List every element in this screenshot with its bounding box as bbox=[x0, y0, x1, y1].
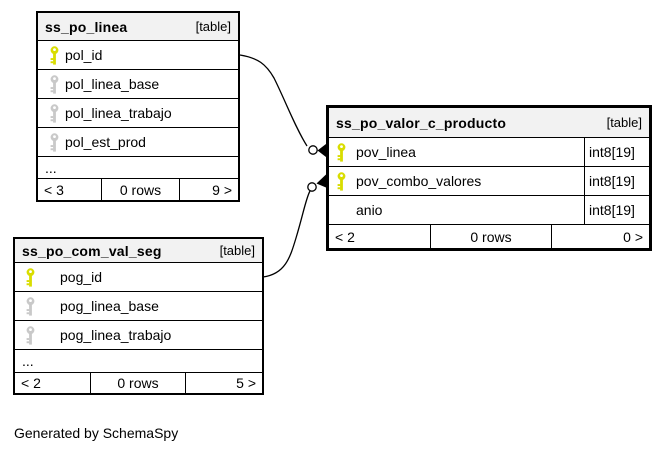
column-row: pog_id bbox=[15, 262, 262, 291]
column-row: pol_est_prod bbox=[38, 127, 238, 156]
entity-table-ss-po-com-val-seg: ss_po_com_val_seg [table] pog_id pog_lin… bbox=[13, 237, 264, 395]
column-row: pov_linea int8[19] bbox=[329, 137, 649, 166]
column-name: pog_linea_base bbox=[60, 298, 159, 314]
table-header[interactable]: ss_po_valor_c_producto [table] bbox=[329, 108, 649, 137]
table-stats-footer: < 2 0 rows 5 > bbox=[15, 372, 262, 393]
row-count: 0 rows bbox=[101, 179, 180, 200]
primary-key-icon bbox=[49, 45, 60, 65]
odot-pov_combo_valores bbox=[307, 182, 317, 192]
primary-key-icon bbox=[336, 142, 347, 162]
column-name: pov_linea bbox=[356, 144, 416, 160]
column-name: pog_id bbox=[60, 269, 103, 285]
table-header[interactable]: ss_po_com_val_seg [table] bbox=[15, 239, 262, 262]
more-columns-row: ... bbox=[38, 156, 238, 178]
more-columns-row: ... bbox=[15, 349, 262, 372]
children-count: < 2 bbox=[21, 375, 41, 391]
crowfoot-pov_combo_valores bbox=[316, 174, 326, 188]
indexed-key-icon bbox=[25, 296, 36, 316]
column-name: pov_combo_valores bbox=[356, 173, 482, 189]
table-type-badge: [table] bbox=[606, 115, 642, 130]
row-count: 0 rows bbox=[90, 373, 186, 393]
table-name[interactable]: ss_po_linea bbox=[45, 18, 128, 35]
indexed-key-icon bbox=[49, 103, 60, 123]
column-row: pol_linea_base bbox=[38, 69, 238, 98]
ellipsis-label: ... bbox=[45, 159, 57, 176]
table-stats-footer: < 2 0 rows 0 > bbox=[329, 224, 649, 248]
column-name: pol_linea_trabajo bbox=[65, 105, 172, 121]
ellipsis-label: ... bbox=[22, 353, 34, 369]
primary-key-icon bbox=[336, 171, 347, 191]
column-row: pol_linea_trabajo bbox=[38, 98, 238, 127]
column-row: pov_combo_valores int8[19] bbox=[329, 166, 649, 195]
parents-count: 5 > bbox=[236, 375, 256, 391]
table-type-badge: [table] bbox=[219, 243, 255, 258]
table-header[interactable]: ss_po_linea [table] bbox=[38, 13, 238, 40]
fk-line-pog_id-to-pov_combo_valores bbox=[262, 190, 311, 278]
column-name: anio bbox=[356, 202, 383, 218]
generated-by-note: Generated by SchemaSpy bbox=[14, 425, 179, 441]
indexed-key-icon bbox=[49, 74, 60, 94]
entity-table-ss-po-linea: ss_po_linea [table] pol_id pol_linea_bas… bbox=[36, 11, 240, 202]
column-name: pol_id bbox=[65, 47, 103, 63]
indexed-key-icon bbox=[25, 325, 36, 345]
table-name[interactable]: ss_po_valor_c_producto bbox=[336, 114, 507, 131]
row-count: 0 rows bbox=[430, 225, 552, 248]
children-count: < 3 bbox=[44, 181, 64, 198]
no-key-spacer bbox=[336, 201, 347, 220]
column-type: int8[19] bbox=[584, 167, 649, 195]
column-name: pol_est_prod bbox=[65, 134, 146, 150]
indexed-key-icon bbox=[49, 132, 60, 152]
column-row: pog_linea_base bbox=[15, 291, 262, 320]
column-row: pol_id bbox=[38, 40, 238, 69]
fk-line-pol_id-to-pov_linea bbox=[239, 54, 308, 147]
entity-table-ss-po-valor-c-producto: ss_po_valor_c_producto [table] pov_linea… bbox=[326, 105, 652, 251]
children-count: < 2 bbox=[335, 228, 355, 245]
column-type: int8[19] bbox=[584, 138, 649, 166]
table-name[interactable]: ss_po_com_val_seg bbox=[22, 242, 162, 259]
crowfoot-pov_linea bbox=[317, 144, 326, 157]
column-name: pol_linea_base bbox=[65, 76, 160, 92]
parents-count: 0 > bbox=[623, 228, 643, 245]
parents-count: 9 > bbox=[212, 181, 232, 198]
table-stats-footer: < 3 0 rows 9 > bbox=[38, 178, 238, 200]
column-name: pog_linea_trabajo bbox=[60, 327, 172, 343]
primary-key-icon bbox=[25, 267, 36, 287]
column-type: int8[19] bbox=[584, 196, 649, 224]
odot-pov_linea bbox=[308, 145, 318, 155]
column-row: pog_linea_trabajo bbox=[15, 320, 262, 349]
column-row: anio int8[19] bbox=[329, 195, 649, 224]
table-type-badge: [table] bbox=[195, 19, 231, 34]
